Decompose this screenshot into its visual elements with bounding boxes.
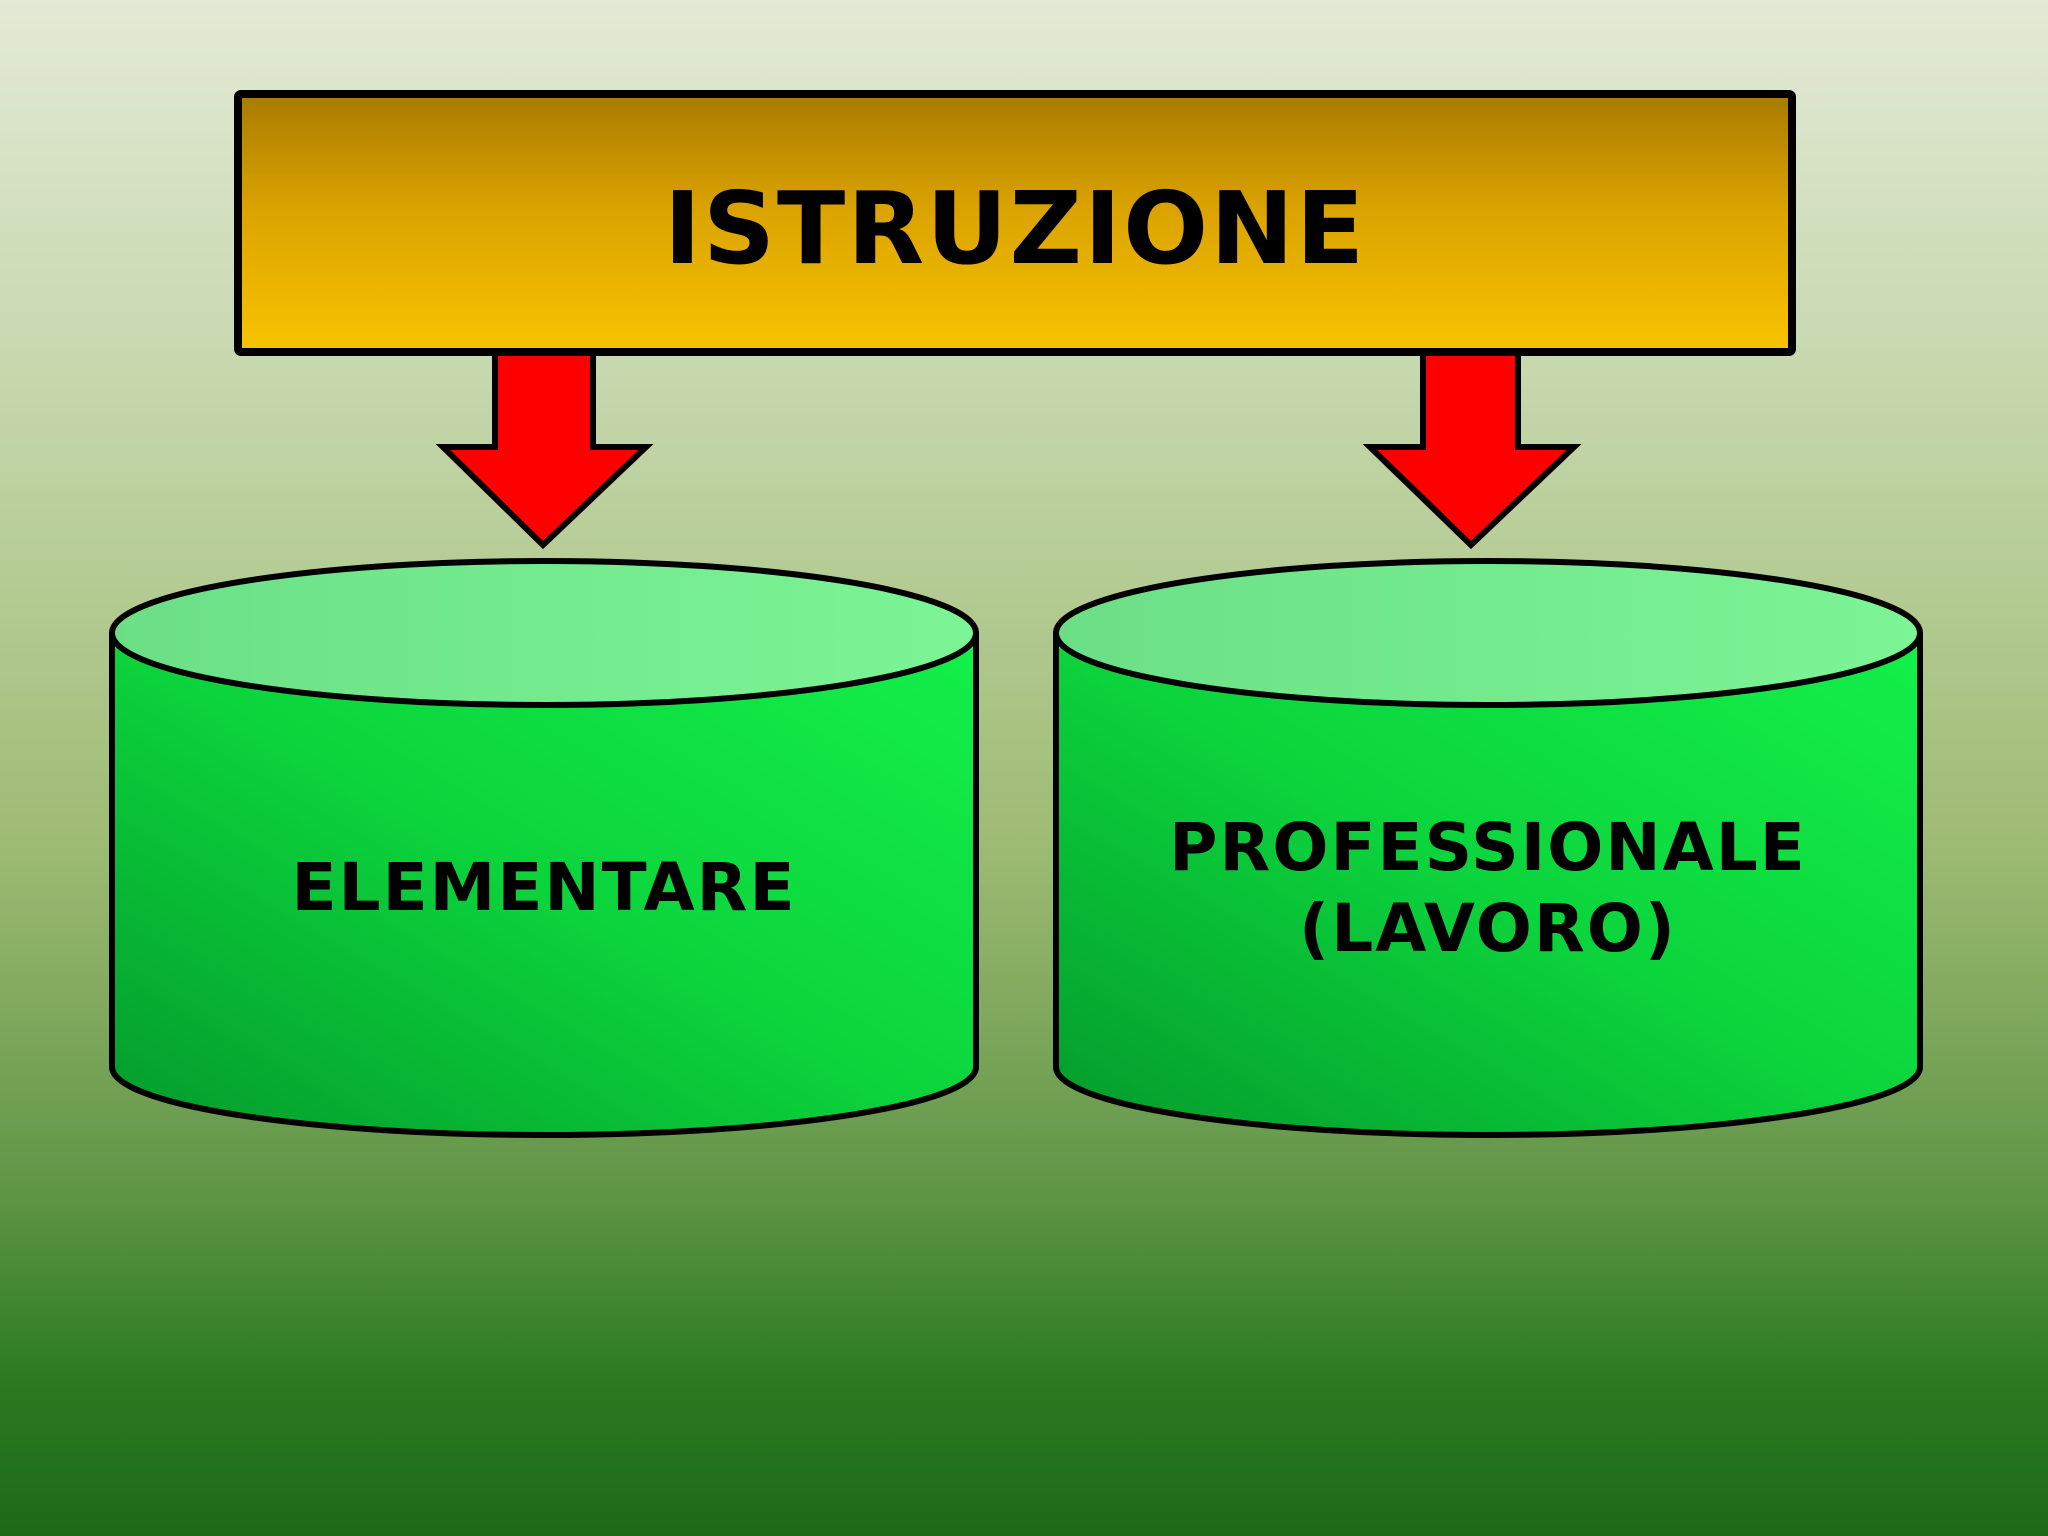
- title-box: ISTRUZIONE: [234, 90, 1796, 356]
- node-label-professionale-line1: PROFESSIONALE: [1169, 809, 1807, 886]
- node-label-professionale-line2: (LAVORO): [1299, 890, 1677, 967]
- node-label-elementare: ELEMENTARE: [291, 849, 796, 926]
- cylinder-node-elementare: ELEMENTARE: [109, 558, 979, 1138]
- cylinder-node-professionale: PROFESSIONALE (LAVORO): [1053, 558, 1923, 1138]
- arrow-down-icon: [1362, 349, 1582, 550]
- arrow-down-icon: [435, 349, 654, 550]
- title-label: ISTRUZIONE: [664, 170, 1366, 287]
